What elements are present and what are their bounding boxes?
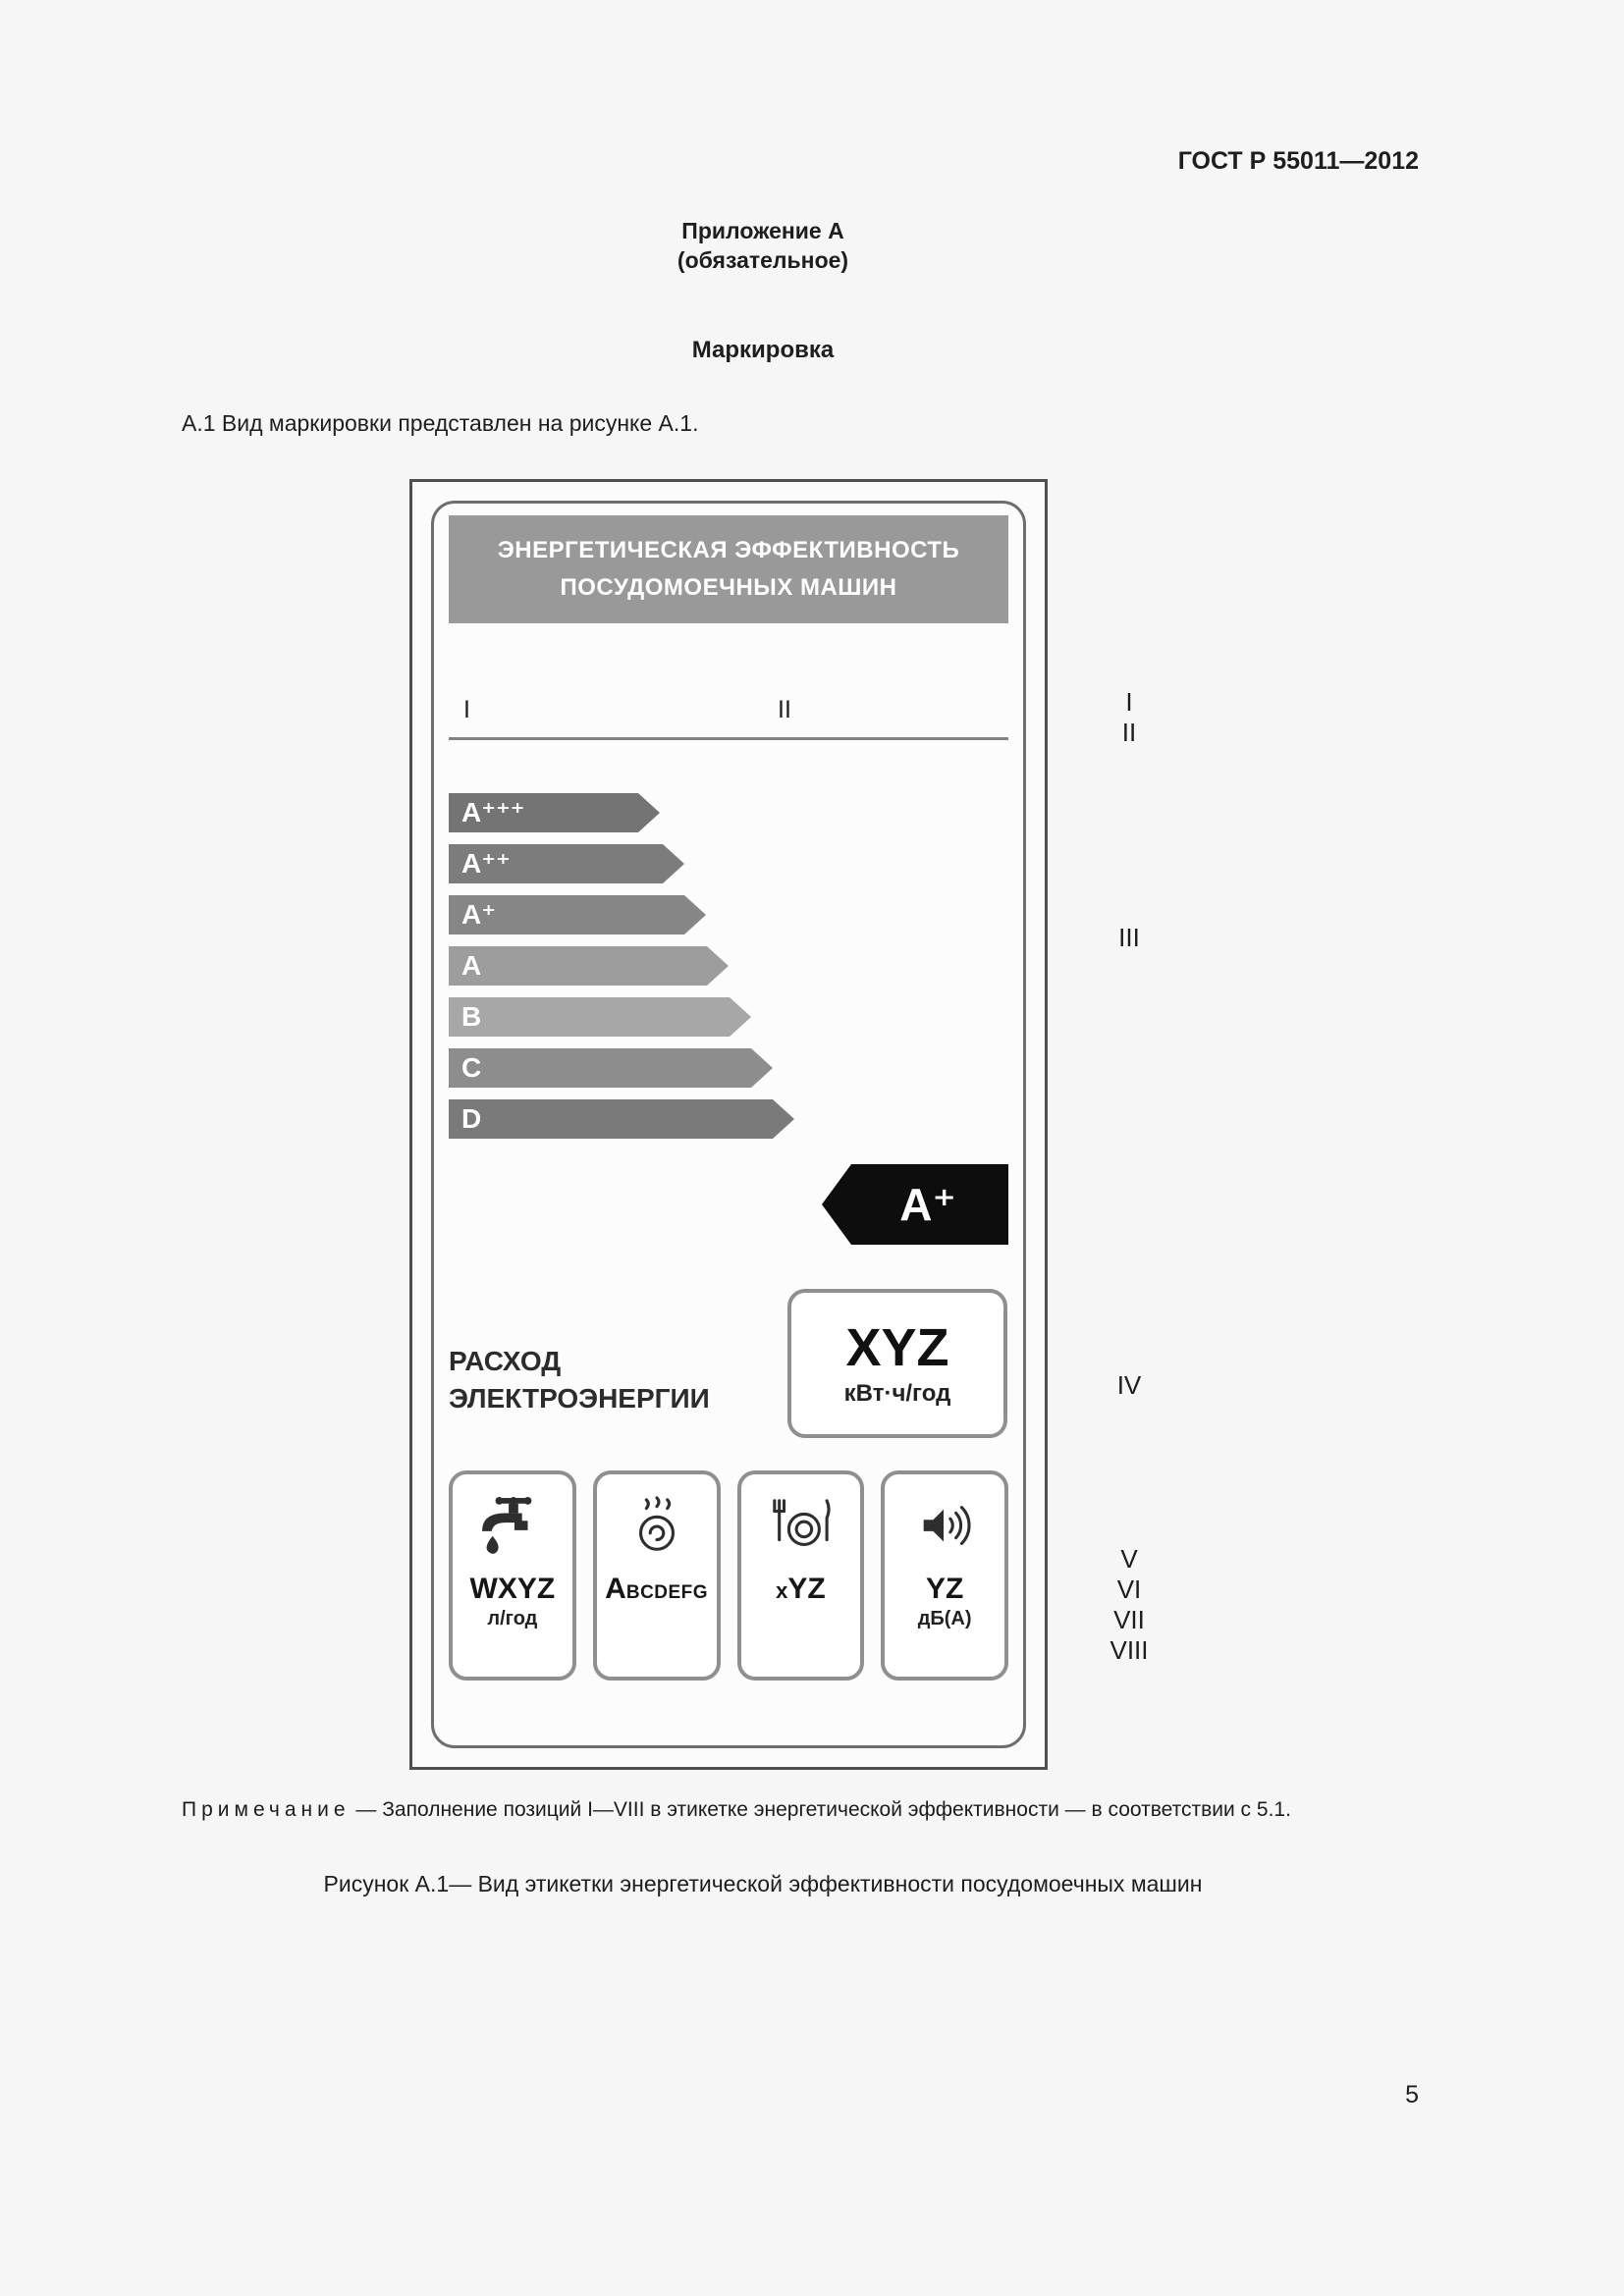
noise-value: YZ: [925, 1573, 964, 1605]
drying-icon: [638, 1496, 675, 1551]
note-dash: —: [355, 1798, 377, 1821]
energy-consumption-box: XYZ кВт·ч/год: [787, 1289, 1007, 1438]
label-marker-i: I: [463, 696, 470, 723]
position-marker-viii: VIII: [1110, 1635, 1149, 1665]
position-marker-iii: III: [1118, 923, 1140, 952]
capacity-value: хYZ: [776, 1573, 826, 1605]
indicator-boxes-row: WXYZ л/год АBCDEFG: [449, 1470, 1008, 1681]
energy-class-bar-aplus: A⁺: [449, 895, 706, 934]
energy-unit: кВт·ч/год: [843, 1380, 951, 1407]
energy-class-bar-a3plus: A⁺⁺⁺: [449, 793, 660, 832]
appendix-title: Приложение А: [681, 218, 844, 243]
note-text: Заполнение позиций I—VIII в этикетке эне…: [382, 1798, 1291, 1821]
section-title: Маркировка: [691, 337, 835, 363]
energy-class-bar-b: B: [449, 997, 751, 1037]
position-marker-vi: VI: [1116, 1575, 1142, 1604]
label-divider: [449, 737, 1008, 740]
capacity-box: хYZ: [736, 1470, 865, 1681]
consumption-label: РАСХОД ЭЛЕКТРОЭНЕРГИИ: [449, 1343, 710, 1417]
figure-note: Примечание — Заполнение позиций I—VIII в…: [182, 1798, 1438, 1822]
label-title-line2: ПОСУДОМОЕЧНЫХ МАШИН: [560, 574, 897, 601]
energy-label-figure: ЭНЕРГЕТИЧЕСКАЯ ЭФФЕКТИВНОСТЬ ПОСУДОМОЕЧН…: [409, 479, 1048, 1770]
label-title-box: ЭНЕРГЕТИЧЕСКАЯ ЭФФЕКТИВНОСТЬ ПОСУДОМОЕЧН…: [449, 515, 1008, 623]
label-title-line1: ЭНЕРГЕТИЧЕСКАЯ ЭФФЕКТИВНОСТЬ: [497, 537, 960, 563]
energy-class-bar-a: A: [449, 946, 729, 986]
energy-label-frame: ЭНЕРГЕТИЧЕСКАЯ ЭФФЕКТИВНОСТЬ ПОСУДОМОЕЧН…: [431, 501, 1026, 1748]
noise-unit: дБ(А): [917, 1608, 972, 1629]
figure-caption: Рисунок А.1— Вид этикетки энергетической…: [323, 1871, 1203, 1896]
selected-class-indicator: A⁺: [822, 1164, 1008, 1245]
doc-number: ГОСТ Р 55011—2012: [1177, 147, 1419, 175]
label-marker-ii: II: [778, 696, 791, 723]
position-marker-i: I: [1125, 687, 1133, 717]
note-label: Примечание: [182, 1798, 351, 1821]
drying-class-box: АBCDEFG: [592, 1470, 721, 1681]
position-marker-ii: II: [1121, 718, 1137, 747]
intro-text: А.1 Вид маркировки представлен на рисунк…: [182, 410, 699, 436]
water-value: WXYZ: [469, 1573, 556, 1605]
consumption-line2: ЭЛЕКТРОЭНЕРГИИ: [449, 1383, 710, 1414]
energy-class-scale: A⁺⁺⁺ A⁺⁺ A⁺ A B C D: [449, 793, 861, 1150]
energy-class-bar-a2plus: A⁺⁺: [449, 844, 684, 883]
appendix-type: (обязательное): [677, 247, 849, 273]
energy-class-bar-d: D: [449, 1099, 794, 1139]
consumption-line1: РАСХОД: [449, 1346, 562, 1376]
position-marker-vii: VII: [1113, 1605, 1145, 1634]
place-setting-icon: [773, 1499, 831, 1546]
drying-value: АBCDEFG: [605, 1573, 709, 1605]
energy-class-bar-c: C: [449, 1048, 773, 1088]
noise-level-box: YZ дБ(А): [881, 1470, 1008, 1681]
energy-value: XYZ: [845, 1318, 949, 1377]
page-number: 5: [1405, 2081, 1419, 2109]
water-unit: л/год: [487, 1608, 538, 1629]
position-marker-v: V: [1120, 1544, 1138, 1574]
noise-speaker-icon: [923, 1506, 971, 1545]
water-consumption-box: WXYZ л/год: [449, 1470, 576, 1681]
position-marker-iv: IV: [1116, 1370, 1142, 1400]
water-tap-icon: [481, 1496, 532, 1554]
